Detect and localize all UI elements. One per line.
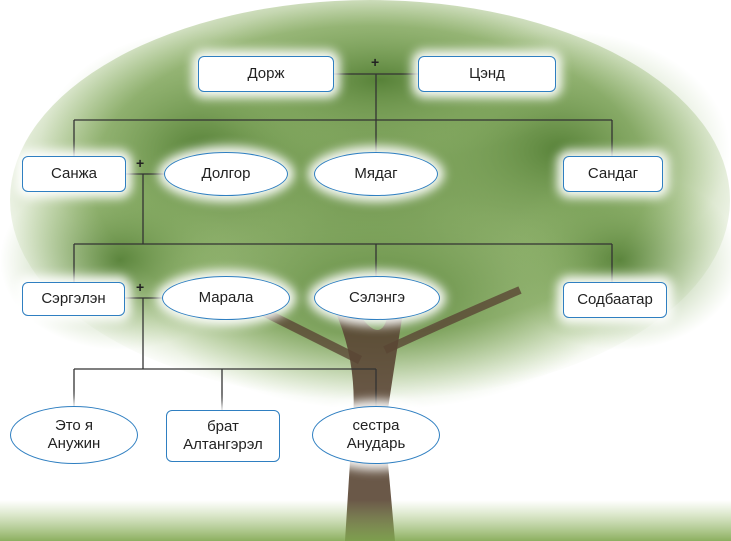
person-dorj: Дорж xyxy=(198,56,334,92)
person-marala: Марала xyxy=(162,276,290,320)
person-brother-altangerel: брат Алтангэрэл xyxy=(166,410,280,462)
person-myadag: Мядаг xyxy=(314,152,438,196)
person-selenge: Сэлэнгэ xyxy=(314,276,440,320)
person-sanja: Санжа xyxy=(22,156,126,192)
marriage-plus-gen3: + xyxy=(136,279,145,295)
person-sergelen: Сэргэлэн xyxy=(22,282,125,316)
person-sandag: Сандаг xyxy=(563,156,663,192)
marriage-plus-gen2: + xyxy=(136,155,145,171)
marriage-plus-gen1: + xyxy=(371,54,380,70)
person-sodbaatar: Содбаатар xyxy=(563,282,667,318)
person-sister-anudar: сестра Анударь xyxy=(312,406,440,464)
person-dolgor: Долгор xyxy=(164,152,288,196)
person-anujin-me: Это я Анужин xyxy=(10,406,138,464)
person-tsend: Цэнд xyxy=(418,56,556,92)
